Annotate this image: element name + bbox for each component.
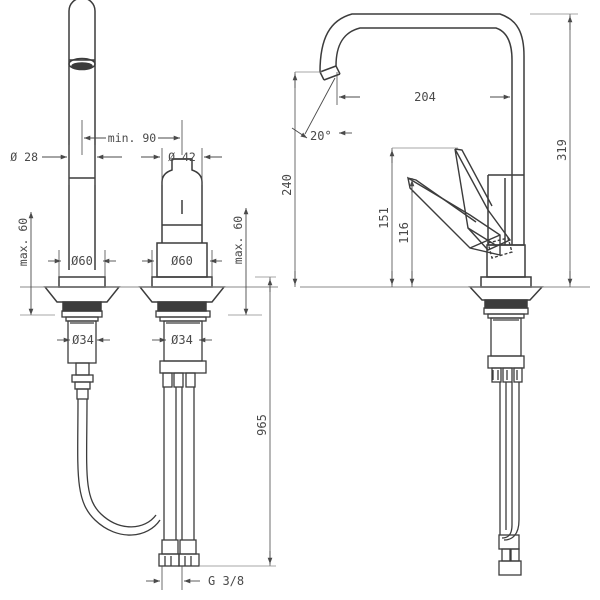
dim-handle-shank-diameter: Ø34 — [152, 333, 212, 347]
dim-lever-up-height: 151 — [377, 147, 458, 287]
dim-spout-shank-diameter: Ø34 — [57, 333, 110, 347]
dim-spout-height: 240 — [280, 71, 322, 287]
dim-counter-thickness-right: max. 60 — [228, 208, 262, 316]
dim-hole-spacing: min. 90 — [81, 120, 183, 155]
faucet-supply-hose-right — [498, 382, 522, 576]
dim-label-spout-shank-diameter: Ø34 — [72, 333, 94, 347]
dim-counter-thickness-left: max. 60 — [16, 212, 55, 316]
dim-hose-length: 965 — [200, 276, 276, 567]
dim-handle-diameter: Ø 42 — [141, 148, 222, 185]
faucet-spout-arm — [319, 13, 525, 175]
dim-label-thread-size: G 3/8 — [208, 574, 244, 588]
dim-label-spout-height: 240 — [280, 174, 294, 196]
dim-spout-diameter: Ø 28 — [10, 145, 122, 185]
dim-label-handle-base-diameter: Ø60 — [171, 254, 193, 268]
faucet-under-counter-body — [483, 307, 529, 383]
spout-under-counter-body — [61, 310, 103, 400]
dim-spout-angle: 20° — [291, 77, 352, 143]
dim-label-hose-length: 965 — [255, 414, 269, 436]
dim-handle-base-diameter: Ø60 — [142, 250, 222, 280]
dim-label-spout-reach: 204 — [414, 90, 436, 104]
dim-total-height: 319 — [530, 13, 578, 287]
dim-label-hole-spacing: min. 90 — [108, 131, 157, 145]
dim-label-lever-down-height: 116 — [397, 222, 411, 244]
lever-handle-up — [454, 148, 512, 251]
spout-base-escutcheon — [43, 276, 121, 312]
dim-thread-size: G 3/8 — [146, 566, 244, 590]
dim-lever-down-height: 116 — [397, 178, 415, 287]
mixer-handle-outline — [161, 158, 203, 243]
handle-under-counter-body — [155, 310, 211, 388]
dim-label-spout-diameter: Ø 28 — [10, 150, 38, 164]
dim-label-spout-angle: 20° — [310, 129, 332, 143]
right-view-group: 319 240 204 20° — [280, 13, 590, 576]
dim-label-lever-up-height: 151 — [377, 207, 391, 229]
dim-spout-base-diameter: Ø60 — [48, 250, 116, 280]
dim-label-total-height: 319 — [555, 139, 569, 161]
lever-handle-down — [407, 176, 513, 259]
dim-label-counter-thickness-left: max. 60 — [16, 218, 30, 267]
dim-label-handle-diameter: Ø 42 — [168, 150, 196, 164]
dim-spout-reach: 204 — [336, 72, 513, 180]
dim-label-handle-shank-diameter: Ø34 — [171, 333, 193, 347]
supply-hoses-pair — [158, 387, 200, 567]
dim-label-counter-thickness-right: max. 60 — [231, 216, 245, 265]
left-view-group: Ø 28 min. 90 Ø 42 Ø60 — [10, 0, 278, 590]
dim-label-spout-base-diameter: Ø60 — [71, 254, 93, 268]
flexible-hose — [77, 398, 161, 536]
